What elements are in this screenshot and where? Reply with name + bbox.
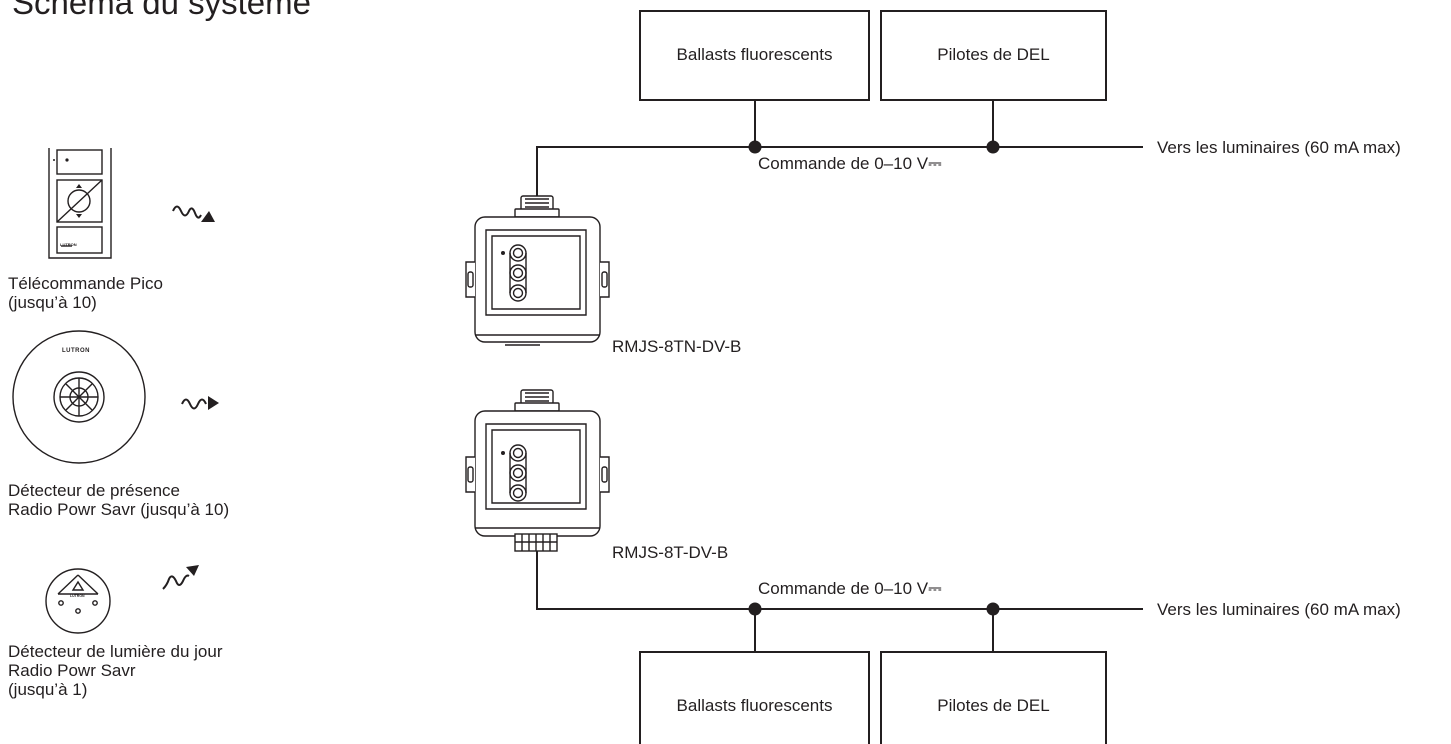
occupancy-label-line1: Détecteur de présence [8, 481, 180, 500]
wireless-signal-icon [172, 205, 215, 222]
daylight-brand-mark: LUTRON [70, 594, 85, 598]
occupancy-brand-mark: LUTRON [62, 348, 90, 354]
bottom-led-label: Pilotes de DEL [937, 696, 1050, 715]
bottom-control-wiring [536, 551, 1143, 652]
occupancy-sensor-drawing [12, 330, 146, 464]
rmjs-8tn-module [465, 195, 610, 346]
rmjs-8t-module [465, 389, 610, 552]
page-title: Schéma du système [12, 0, 311, 21]
bottom-fluorescent-box [639, 651, 870, 744]
pico-remote-drawing [48, 148, 112, 259]
daylight-sensor-drawing [45, 568, 111, 634]
wireless-signal-icon [181, 396, 219, 410]
junction-dot [986, 140, 1000, 154]
junction-dot [748, 140, 762, 154]
daylight-label-line3: (jusqu’à 1) [8, 680, 88, 699]
bottom-bus-label: Commande de 0–10 V⎓ [758, 579, 942, 598]
daylight-label-line2: Radio Powr Savr [8, 661, 136, 680]
pico-label-line1: Télécommande Pico [8, 274, 163, 293]
bottom-led-box [880, 651, 1107, 744]
top-fluorescent-label: Ballasts fluorescents [676, 45, 833, 64]
occupancy-label-line2: Radio Powr Savr (jusqu’à 10) [8, 500, 230, 519]
pico-label-line2: (jusqu’à 10) [8, 293, 97, 312]
pico-brand-mark: LUTRON [60, 242, 77, 247]
junction-dot [748, 602, 762, 616]
daylight-label-line1: Détecteur de lumière du jour [8, 642, 223, 661]
wireless-signal-icon [162, 565, 199, 590]
junction-dot [986, 602, 1000, 616]
bottom-bus-destination: Vers les luminaires (60 mA max) [1157, 600, 1401, 619]
top-led-label: Pilotes de DEL [937, 45, 1050, 64]
top-control-wiring [536, 100, 1143, 208]
bottom-fluorescent-label: Ballasts fluorescents [676, 696, 833, 715]
lower-module-label: RMJS-8T-DV-B [612, 543, 729, 562]
upper-module-label: RMJS-8TN-DV-B [612, 337, 742, 356]
top-bus-destination: Vers les luminaires (60 mA max) [1157, 138, 1401, 157]
top-bus-label: Commande de 0–10 V⎓ [758, 154, 942, 173]
